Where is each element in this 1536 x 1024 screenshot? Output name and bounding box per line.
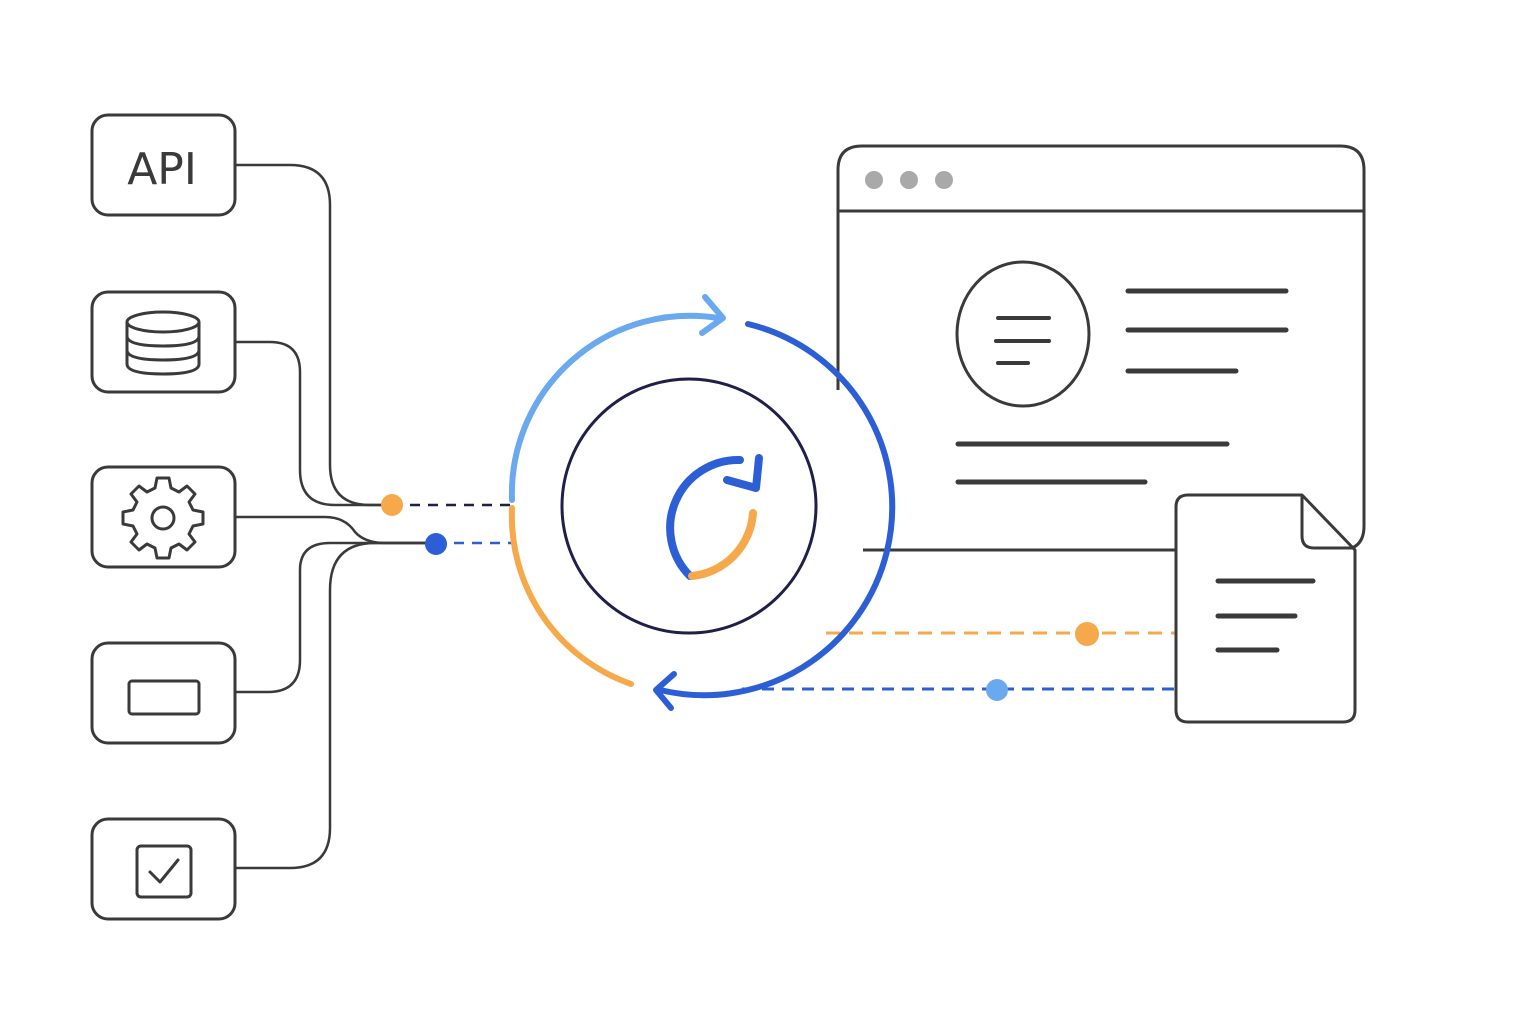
document-icon xyxy=(1174,493,1357,724)
browser-window-icon xyxy=(836,144,1366,552)
orange-arc xyxy=(508,505,634,687)
light-blue-arrowhead xyxy=(699,294,726,336)
connector-window xyxy=(236,541,436,694)
hub-ring xyxy=(560,377,818,635)
source-connectors xyxy=(236,163,436,870)
blue-arrowhead xyxy=(653,671,677,711)
source-task xyxy=(90,817,237,921)
text-lines-icon xyxy=(994,316,1051,365)
content-lines xyxy=(955,288,1289,485)
window-control-1 xyxy=(865,171,883,189)
refresh-orange-arc xyxy=(688,509,757,580)
orange-output-dot xyxy=(1075,622,1099,646)
document-lines xyxy=(1215,578,1316,653)
refresh-icon xyxy=(666,454,763,580)
connector-database xyxy=(236,340,392,507)
orange-input-dot xyxy=(381,494,403,516)
avatar xyxy=(955,260,1091,408)
connector-settings xyxy=(236,515,436,545)
source-api: API xyxy=(90,113,237,217)
source-settings xyxy=(90,465,237,569)
window-control-3 xyxy=(935,171,953,189)
gear-icon xyxy=(121,476,205,560)
blue-input-dot xyxy=(425,533,447,555)
sync-cycle-icon xyxy=(508,294,896,711)
rectangle-icon xyxy=(127,679,201,716)
checkbox-icon xyxy=(135,844,193,899)
source-window xyxy=(90,641,237,745)
light-blue-output-dot xyxy=(986,679,1008,701)
refresh-arrowhead xyxy=(723,454,763,492)
document-fold xyxy=(1300,495,1355,550)
database-icon xyxy=(125,310,201,376)
target-browser-window xyxy=(836,144,1366,552)
sync-hub xyxy=(508,294,896,711)
window-control-2 xyxy=(900,171,918,189)
source-database xyxy=(90,290,237,394)
blue-arc xyxy=(657,321,896,699)
refresh-blue-arc xyxy=(666,455,744,580)
connector-api xyxy=(236,163,392,507)
document xyxy=(1174,493,1357,724)
light-blue-arc xyxy=(508,312,721,503)
connector-task xyxy=(236,541,436,870)
api-label: API xyxy=(127,144,197,195)
